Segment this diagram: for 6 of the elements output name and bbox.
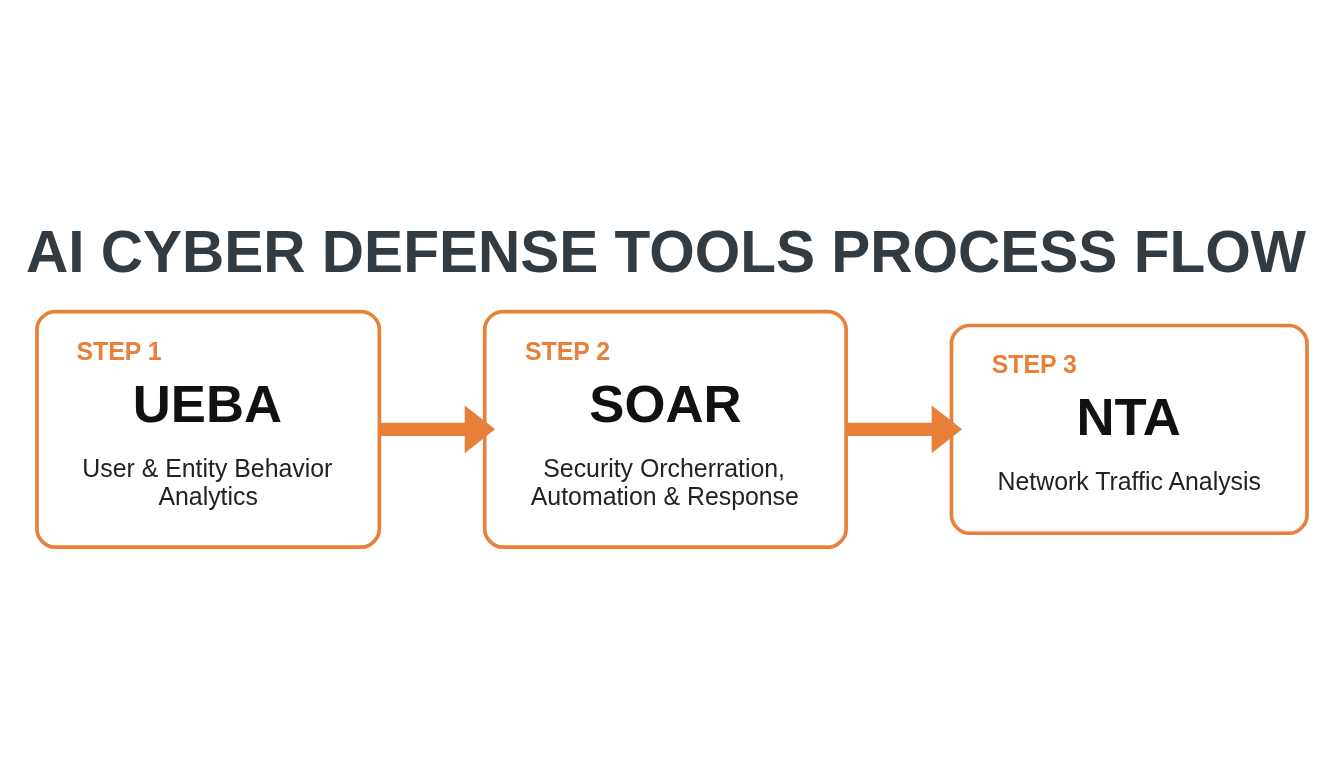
node-box: STEP 2 SOAR Security Orcherration, Automation & Response: [482, 309, 848, 549]
node-box: STEP 3 NTA Network Traffic Analysis: [949, 323, 1309, 536]
diagram-title: AI CYBER DEFENSE TOOLS PROCESS FLOW: [26, 219, 1306, 285]
arrow: [846, 405, 963, 454]
node-box: STEP 1 UEBA User & Entity Behavior Analytics: [35, 309, 382, 549]
arrow: [379, 405, 496, 454]
